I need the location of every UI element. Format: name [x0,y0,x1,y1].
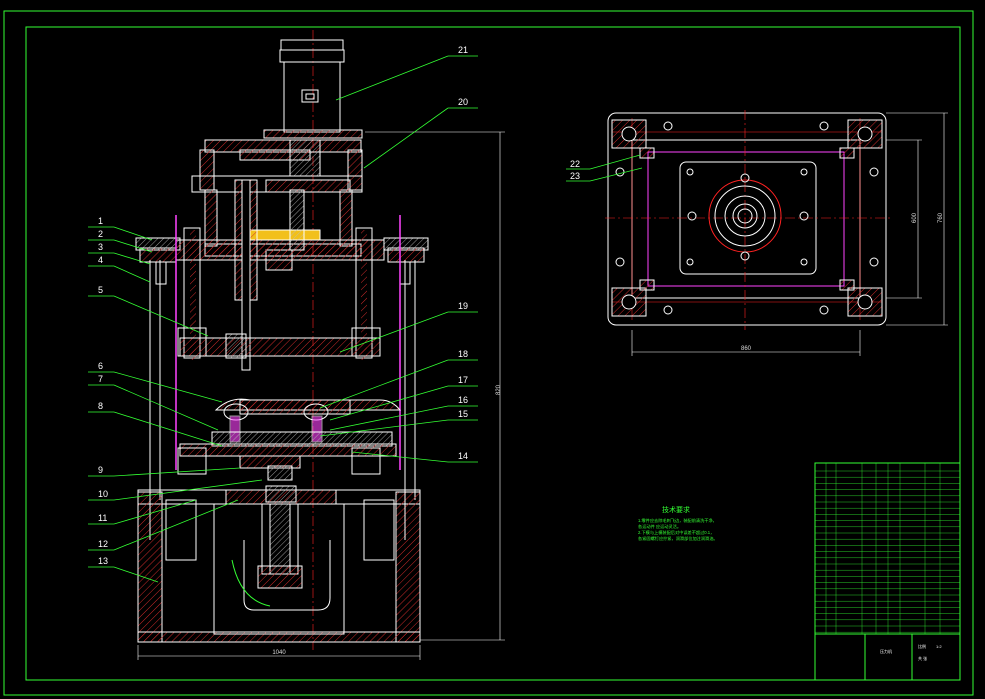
part-number-13: 13 [98,556,108,566]
part-number-23: 23 [570,171,580,181]
leader-line-12 [113,499,239,551]
part-number-20: 20 [458,97,468,107]
tech-requirements-line-4: 各紧固螺钉应拧紧，润滑部位加注润滑油。 [638,535,718,542]
part-number-10: 10 [98,489,108,499]
lower-die [177,431,397,481]
leader-line-3 [113,252,151,265]
part-number-21: 21 [458,45,468,55]
leader-line-21 [335,55,449,101]
tech-requirements-line-3: 2.下模与上模装配后对中误差不超过0.1， [638,529,714,536]
part-number-7: 7 [98,374,103,384]
guide-columns [135,215,429,500]
leader-line-6 [113,371,223,403]
leader-line-14 [351,451,449,463]
leader-line-9 [113,467,241,477]
leader-line-2 [113,239,153,253]
leader-line-4 [113,265,151,283]
leader-line-17 [329,385,449,421]
tech-requirements-title: 技术要求 [662,505,690,514]
tech-requirements-line-1: 1.零件应去除毛刺飞边，装配前清洗干净， [638,517,717,524]
leader-line-10 [113,479,263,501]
leader-line-20 [363,107,449,169]
dim-plan-height-inner: 600 [912,212,918,223]
moving-platen [177,327,381,359]
dim-plan-height-outer: 760 [938,212,944,223]
part-number-17: 17 [458,375,468,385]
part-number-1: 1 [98,216,103,226]
part-number-11: 11 [98,513,107,523]
part-number-5: 5 [98,285,103,295]
tech-requirements-line-2: 各运动件 应运动灵活。 [638,523,681,530]
part-number-6: 6 [98,361,103,371]
part-number-19: 19 [458,301,468,311]
part-number-14: 14 [458,451,468,461]
leader-line-16 [329,405,449,431]
leader-line-15 [319,419,449,437]
part-number-8: 8 [98,401,103,411]
screw-shaft [234,179,305,371]
leader-line-13 [113,566,159,583]
scale-value: 1:2 [936,644,942,649]
part-number-9: 9 [98,465,103,475]
drawing-name: 压力机 [880,648,892,654]
leader-line-11 [113,499,197,525]
part-number-2: 2 [98,229,103,239]
part-number-12: 12 [98,539,108,549]
leader-line-1 [113,226,153,241]
part-number-4: 4 [98,255,103,265]
leader-line-8 [113,411,223,447]
inner-frame [25,26,961,681]
dim-overall-height: 820 [496,384,502,395]
outer-frame [3,10,974,696]
front-dimensions: 820 1040 [137,131,505,660]
tech-requirements: 技术要求 1.零件应去除毛刺飞边，装配前清洗干净， 各运动件 应运动灵活。 2.… [638,505,718,542]
leader-line-19 [339,311,449,353]
dim-plan-width: 860 [741,346,752,352]
leader-line-5 [113,295,209,337]
motor [263,39,363,139]
leader-line-7 [113,384,219,431]
leader-line-18 [319,359,449,409]
part-number-16: 16 [458,395,468,405]
part-number-15: 15 [458,409,468,419]
part-number-22: 22 [570,159,580,169]
dim-base-width: 1040 [272,650,286,656]
plan-view: 860 600 760 22 23 [566,110,948,356]
base [137,485,421,643]
scale-label: 比例 [918,643,926,649]
sheet-label: 共 张 [918,655,927,661]
upper-die [214,398,402,443]
front-section-view: 820 1040 1234567891011121319181716151420… [88,30,505,660]
title-block: 压力机 比例 1:2 共 张 [814,462,961,681]
part-number-3: 3 [98,242,103,252]
part-number-18: 18 [458,349,468,359]
